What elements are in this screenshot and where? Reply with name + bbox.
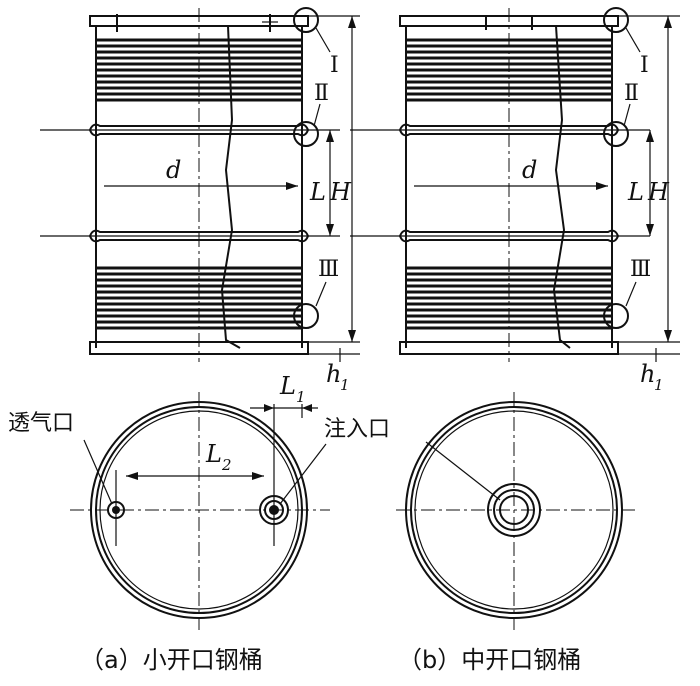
drum-a-section-break: [220, 25, 241, 349]
drum-a-label-l2-sub: 2: [221, 456, 232, 474]
caption-b: （b）中开口钢桶: [398, 646, 581, 674]
drum-b-label-detail-2: Ⅱ: [624, 81, 639, 106]
drum-a-label-d: d: [166, 156, 181, 184]
drum-a-top-view: [70, 392, 330, 630]
drum-a-label-l1-sub: 1: [296, 388, 306, 406]
fill-port-callout: 注入口: [324, 417, 390, 442]
drum-a-label-h: H: [329, 178, 352, 206]
drum-a-label-h1: h: [326, 360, 341, 388]
drum-a-label-detail-1: Ⅰ: [330, 53, 339, 78]
drum-b-side-view: [350, 7, 680, 362]
drum-a-detail-3-circle: [293, 303, 319, 329]
drum-a-label-detail-2: Ⅱ: [314, 81, 329, 106]
drum-a-label-l2: L: [205, 440, 222, 468]
drum-b-label-h1-sub: 1: [654, 376, 664, 394]
drum-a-detail-2-circle: [293, 121, 319, 147]
drum-a-detail-1-circle: [293, 7, 319, 33]
drum-b-top-view: [396, 392, 636, 630]
drum-b-label-detail-1: Ⅰ: [640, 53, 649, 78]
drum-a-side-view: [40, 7, 360, 362]
drum-b-label-h1: h: [640, 360, 655, 388]
caption-a: （a）小开口钢桶: [80, 646, 263, 674]
drum-a-label-detail-3: Ⅲ: [318, 257, 339, 282]
drum-b-detail-3-circle: [603, 303, 629, 329]
drum-b-label-l: L: [627, 178, 644, 206]
drum-b-label-d: d: [522, 156, 537, 184]
drum-a-label-h1-sub: 1: [340, 376, 350, 394]
drum-b-detail-1-circle: [603, 7, 629, 33]
drum-b-label-h: H: [647, 178, 670, 206]
drum-a-label-l: L: [309, 178, 326, 206]
drum-a-label-l1: L: [279, 372, 296, 400]
drum-b-center-opening-outer: [487, 483, 541, 537]
drum-b-section-break: [552, 25, 571, 349]
vent-callout: 透气口: [8, 411, 74, 436]
drum-b-label-detail-3: Ⅲ: [630, 257, 651, 282]
drum-b-detail-2-circle: [603, 121, 629, 147]
